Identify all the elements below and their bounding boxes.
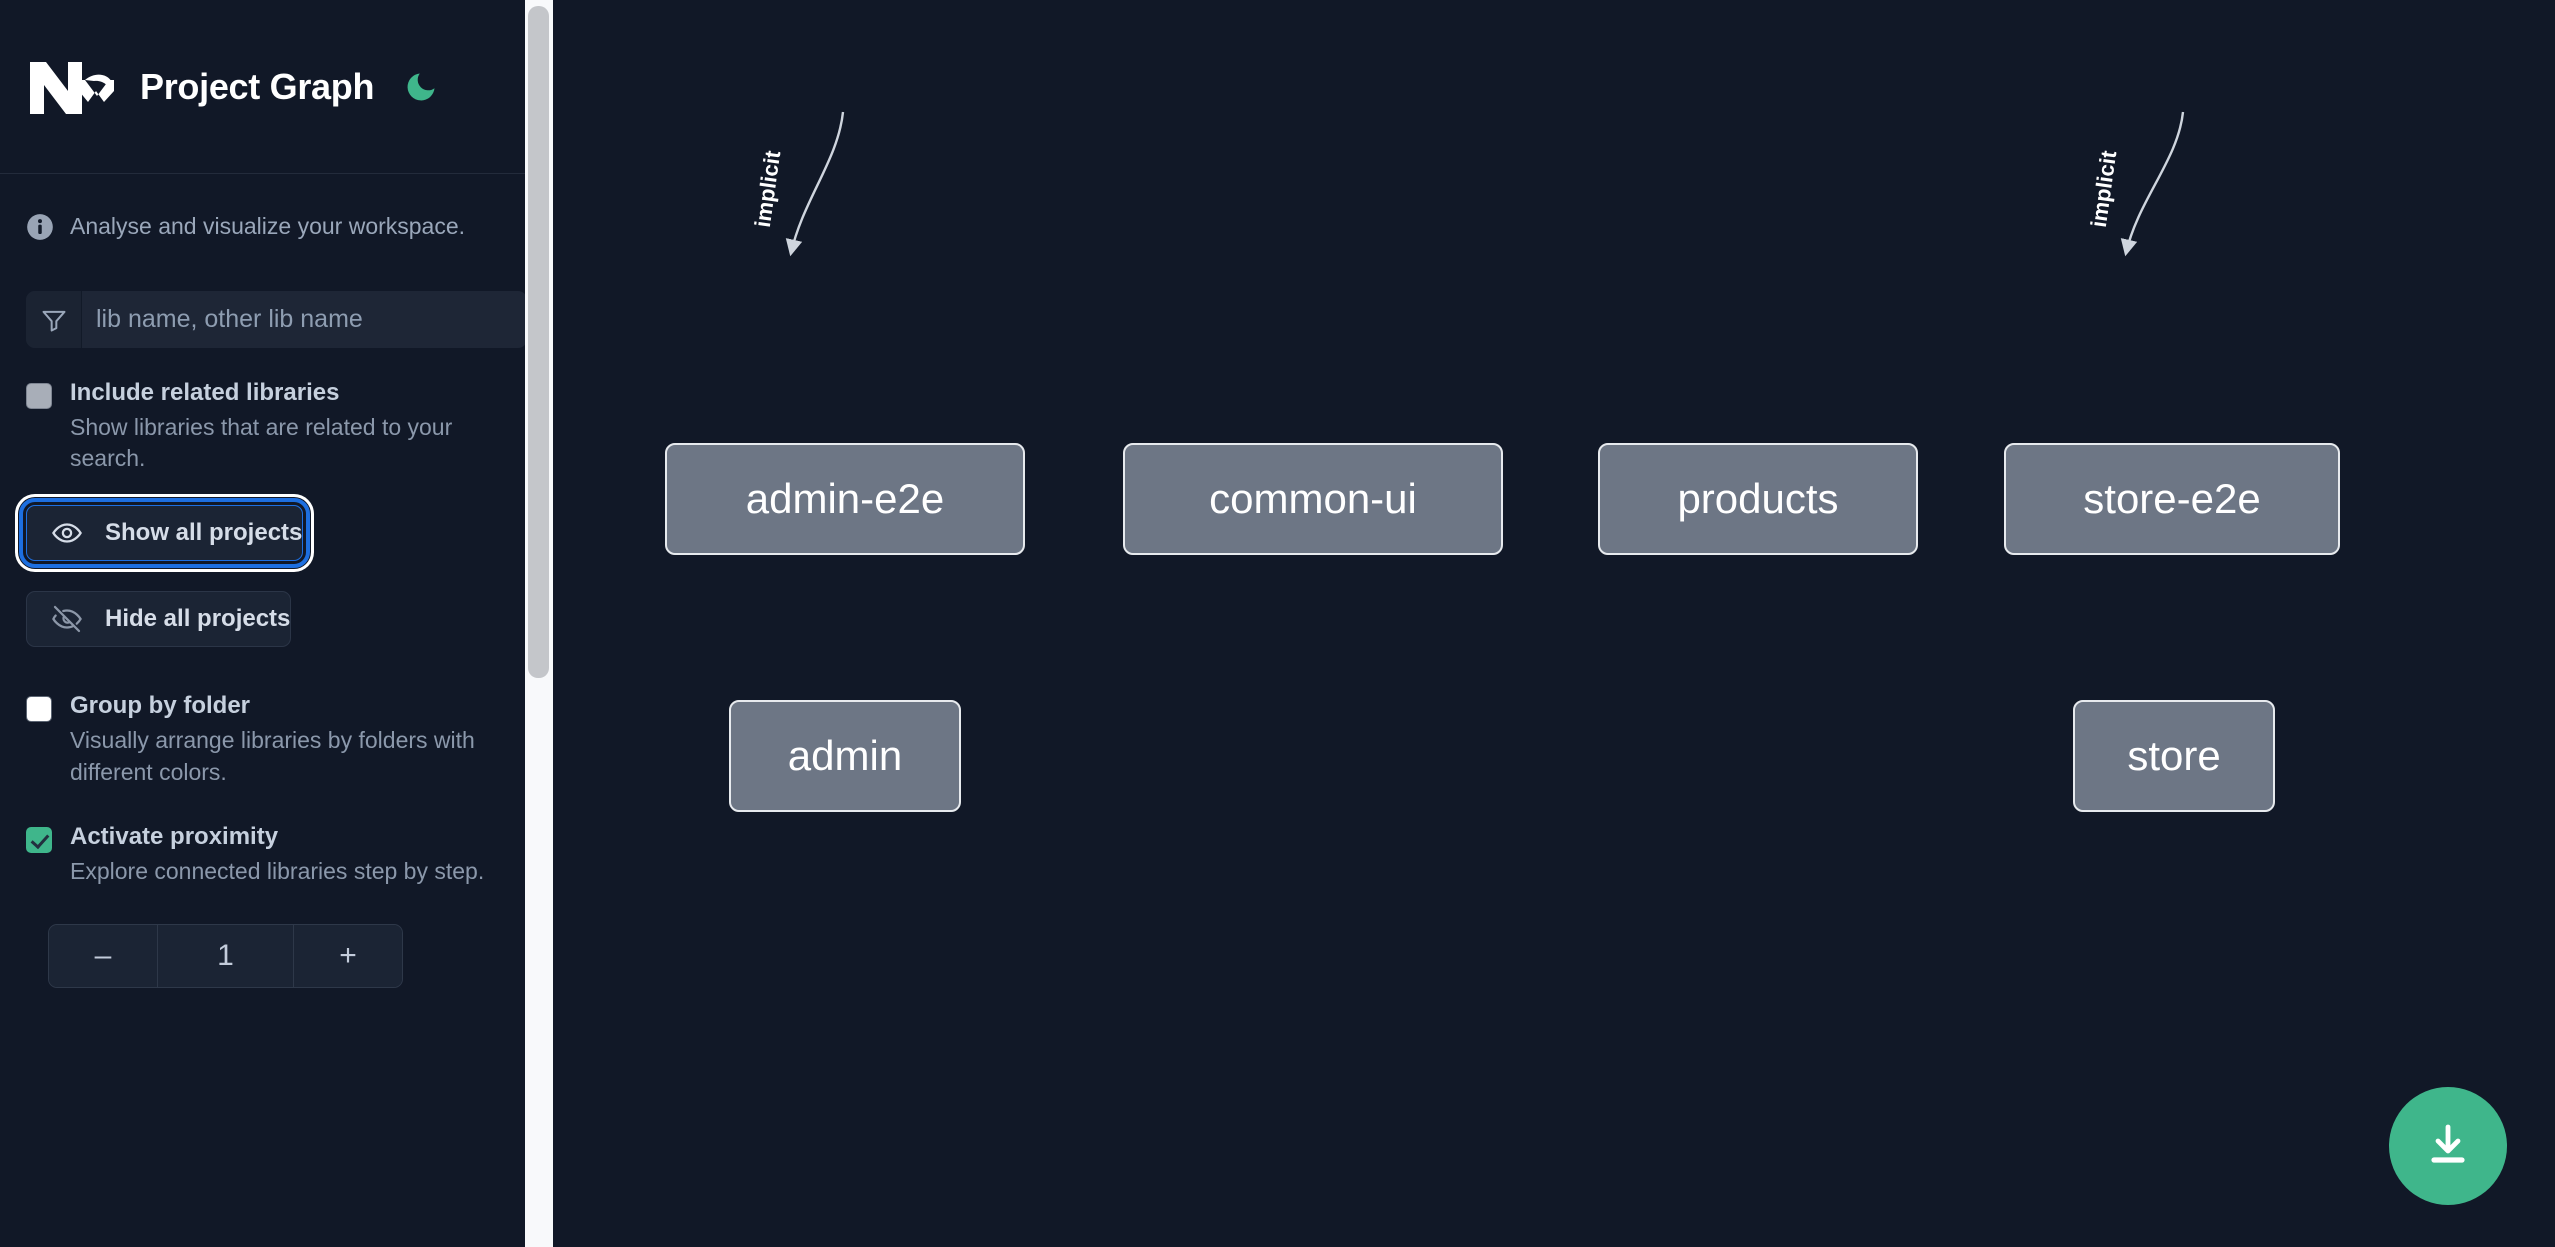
option-title: Activate proximity [70,823,279,851]
option-description: Show libraries that are related to your … [70,413,453,472]
download-button[interactable] [2389,1087,2507,1205]
show-all-projects-label: Show all projects [105,519,303,547]
filter-icon[interactable] [26,291,82,348]
node-label: admin [787,732,903,779]
filter-bar [26,291,527,348]
option-title: Group by folder [70,692,250,720]
svg-text:implicit: implicit [750,148,786,228]
node-label: common-ui [1209,475,1417,522]
graph-node-store[interactable]: store [2073,700,2275,812]
stepper-decrement-button[interactable]: – [49,924,158,987]
option-description: Visually arrange libraries by folders wi… [70,726,475,785]
node-label: store [2127,732,2221,779]
sidebar-scrollbar-thumb[interactable] [528,6,549,678]
svg-text:implicit: implicit [2086,148,2122,228]
tagline: Analyse and visualize your workspace. [26,174,527,279]
option-description: Explore connected libraries step by step… [70,858,485,885]
node-label: products [1677,475,1839,522]
node-label: admin-e2e [745,475,945,522]
graph-canvas[interactable]: implicit implicit admin-e2e common-ui pr… [553,0,2555,1247]
checkbox-group-by-folder[interactable] [26,696,52,723]
moon-icon[interactable] [400,66,442,108]
sidebar-body: Analyse and visualize your workspace. In… [0,174,553,988]
download-icon [2424,1121,2472,1172]
proximity-stepper: – 1 + [48,923,403,988]
checkbox-include-related-libraries[interactable] [26,383,52,409]
node-label: store-e2e [2083,475,2261,522]
checkbox-activate-proximity[interactable] [26,827,52,854]
graph-node-products[interactable]: products [1598,443,1918,555]
sidebar: Project Graph Analyse and visualize your… [0,0,553,1247]
page-title: Project Graph [140,65,375,107]
info-icon [26,213,54,241]
show-all-projects-button[interactable]: Show all projects [18,498,311,569]
graph-edges: implicit implicit [750,111,2185,257]
tagline-text: Analyse and visualize your workspace. [70,213,466,239]
sidebar-header: Project Graph [0,0,553,174]
option-activate-proximity[interactable]: Activate proximity Explore connected lib… [26,822,527,887]
sidebar-scrollbar[interactable] [525,0,553,1247]
option-group-by-folder[interactable]: Group by folder Visually arrange librari… [26,691,527,788]
stepper-value: 1 [158,924,294,987]
graph-node-store-e2e[interactable]: store-e2e [2004,443,2340,555]
option-include-related-libraries[interactable]: Include related libraries Show libraries… [26,378,527,475]
hide-all-projects-label: Hide all projects [105,605,291,633]
graph-node-common-ui[interactable]: common-ui [1123,443,1503,555]
search-input[interactable] [82,291,527,348]
eye-off-icon [51,603,83,635]
nx-logo-icon [26,56,124,118]
hide-all-projects-button[interactable]: Hide all projects [26,591,292,648]
stepper-increment-button[interactable]: + [294,924,402,987]
graph-node-admin-e2e[interactable]: admin-e2e [665,443,1025,555]
option-title: Include related libraries [70,379,340,406]
graph-node-admin[interactable]: admin [729,700,961,812]
eye-icon [51,517,83,549]
